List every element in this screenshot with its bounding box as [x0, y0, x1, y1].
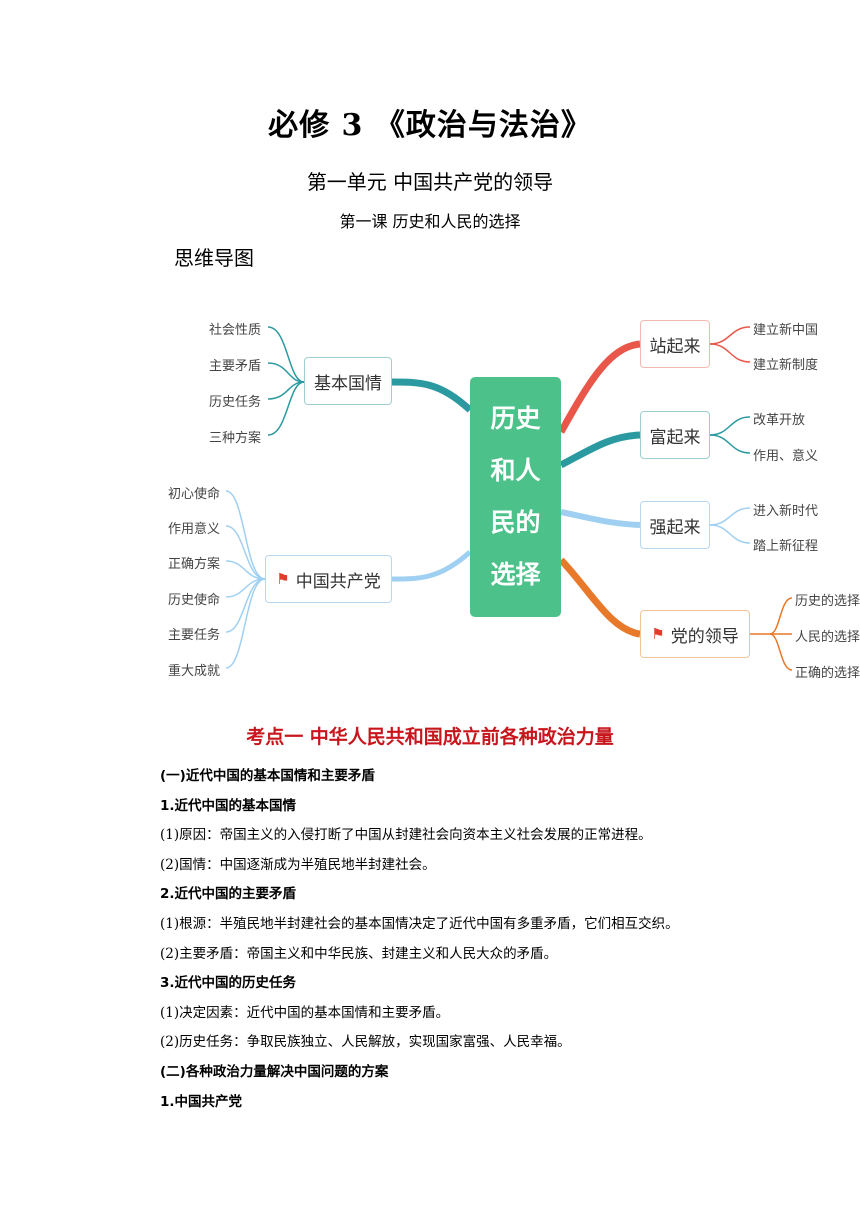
leaf: 进入新时代 — [753, 504, 819, 519]
leaf: 历史使命 — [168, 593, 221, 608]
node-party-leadership: ⚑ 党的领导 — [640, 610, 750, 658]
node-basic-conditions: 基本国情 — [304, 357, 392, 405]
leaf: 正确的选择 — [795, 666, 860, 681]
node-get-strong: 强起来 — [640, 501, 710, 549]
node-label: 富起来 — [649, 427, 701, 448]
text-line: (1)决定因素：近代中国的基本国情和主要矛盾。 — [160, 1004, 450, 1021]
leaf: 作用、意义 — [753, 449, 819, 464]
leaf: 正确方案 — [168, 557, 221, 572]
text-line: (1)根源：半殖民地半封建社会的基本国情决定了近代中国有多重矛盾，它们相互交织。 — [160, 916, 679, 932]
leaf: 主要任务 — [168, 628, 221, 643]
leaf: 人民的选择 — [795, 630, 860, 645]
section-heading: 2.近代中国的主要矛盾 — [160, 886, 297, 903]
kaodian-heading: 考点一 中华人民共和国成立前各种政治力量 — [246, 726, 614, 748]
leaf: 建立新制度 — [753, 358, 819, 373]
lesson-heading: 第一课 历史和人民的选择 — [339, 212, 521, 231]
text-line: (2)历史任务：争取民族独立、人民解放，实现国家富强、人民幸福。 — [160, 1034, 571, 1051]
center-node: 历史 和人 民的 选择 — [470, 377, 561, 617]
node-label: 党的领导 — [670, 626, 739, 647]
leaf: 主要矛盾 — [209, 359, 262, 374]
leaf: 改革开放 — [753, 413, 806, 428]
flag-icon: ⚑ — [651, 625, 665, 643]
flag-icon: ⚑ — [276, 570, 290, 588]
unit-heading: 第一单元 中国共产党的领导 — [306, 170, 554, 194]
section-heading: 1.近代中国的基本国情 — [160, 797, 297, 814]
text-line: (1)原因：帝国主义的入侵打断了中国从封建社会向资本主义社会发展的正常进程。 — [160, 827, 652, 844]
node-label: 强起来 — [649, 517, 701, 538]
center-line: 和人 — [490, 456, 541, 485]
node-get-rich: 富起来 — [640, 411, 710, 459]
section-heading: (一)近代中国的基本国情和主要矛盾 — [160, 768, 375, 784]
leaf: 历史任务 — [209, 395, 262, 410]
leaf: 重大成就 — [168, 664, 221, 679]
document-title: 必修 3 《政治与法治》 — [268, 108, 592, 143]
node-label: 站起来 — [649, 336, 701, 357]
node-label: 中国共产党 — [295, 571, 381, 592]
section-heading: 3.近代中国的历史任务 — [160, 975, 297, 992]
section-heading: 1.中国共产党 — [160, 1093, 243, 1110]
mind-map: 历史 和人 民的 选择 基本国情 社会性质 主要矛盾 历史任务 三种方案 ⚑ 中… — [0, 290, 860, 700]
center-line: 民的 — [490, 508, 541, 537]
text-line: (2)国情：中国逐渐成为半殖民地半封建社会。 — [160, 856, 436, 873]
mindmap-heading: 思维导图 — [174, 246, 254, 270]
leaf: 三种方案 — [209, 431, 262, 446]
node-cpc: ⚑ 中国共产党 — [265, 555, 392, 603]
section-heading: (二)各种政治力量解决中国问题的方案 — [160, 1064, 389, 1080]
leaf: 建立新中国 — [753, 323, 819, 338]
node-stand-up: 站起来 — [640, 320, 710, 368]
mind-map-connectors — [225, 326, 793, 671]
leaf: 作用意义 — [168, 522, 221, 537]
center-line: 选择 — [490, 560, 541, 589]
text-line: (2)主要矛盾：帝国主义和中华民族、封建主义和人民大众的矛盾。 — [160, 945, 558, 962]
center-line: 历史 — [490, 404, 541, 433]
leaf: 社会性质 — [209, 323, 262, 338]
node-label: 基本国情 — [314, 373, 382, 394]
leaf: 初心使命 — [168, 487, 221, 502]
leaf: 踏上新征程 — [753, 539, 819, 554]
leaf: 历史的选择 — [795, 594, 860, 609]
